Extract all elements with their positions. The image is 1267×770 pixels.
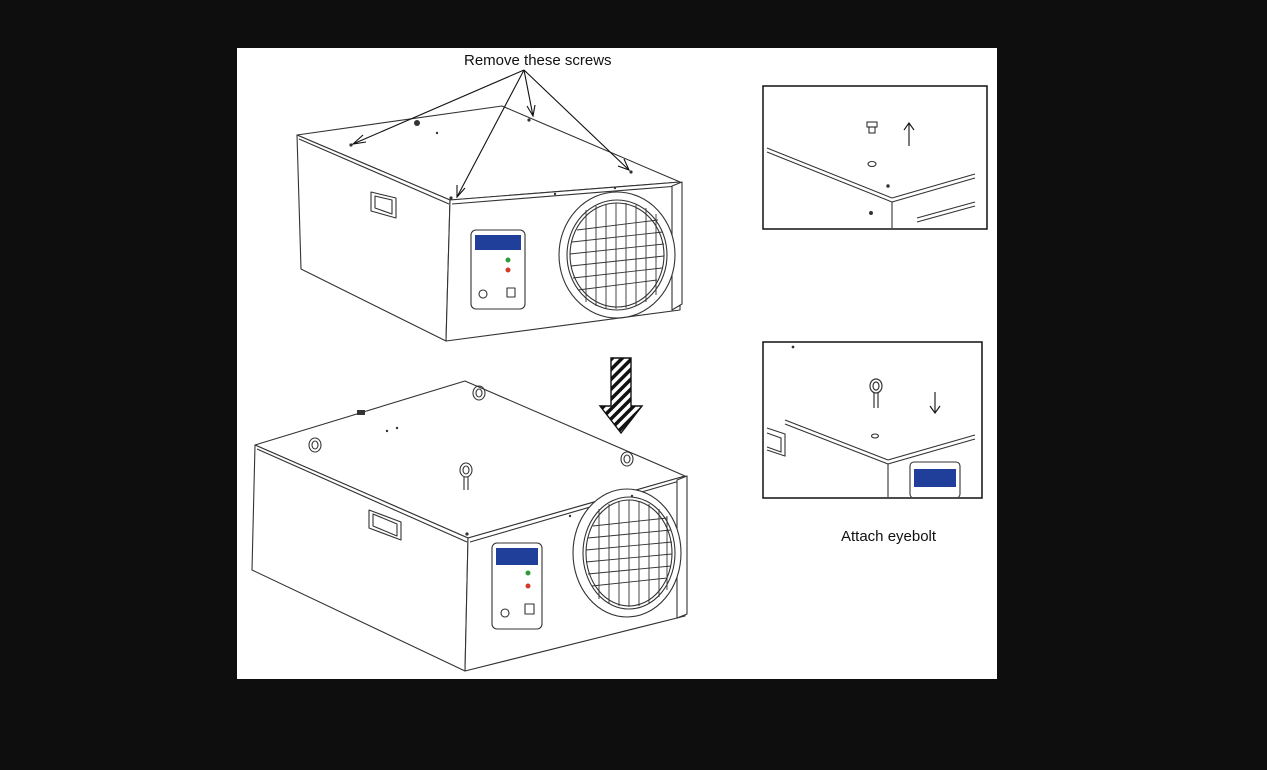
carry-handle — [368, 509, 402, 541]
air-cleaner-unit-after — [251, 380, 688, 672]
detail-attach-eyebolt — [762, 341, 983, 499]
fan-grille — [572, 488, 682, 618]
eyebolt-icon — [308, 385, 634, 490]
remove-screws-caption: Remove these screws — [464, 52, 612, 69]
control-panel — [470, 229, 526, 310]
screw-pointer-arrows — [351, 69, 631, 199]
up-arrow-icon — [903, 122, 915, 146]
screw-icon — [349, 118, 633, 200]
screw-icon — [866, 121, 878, 134]
down-arrow-icon — [598, 357, 644, 435]
air-cleaner-unit-before — [296, 105, 683, 342]
detail-remove-screw — [762, 85, 988, 230]
diagram-canvas — [251, 69, 988, 672]
attach-eyebolt-caption: Attach eyebolt — [841, 528, 937, 545]
control-panel — [491, 542, 543, 630]
down-arrow-icon — [929, 392, 941, 414]
fan-grille — [558, 191, 676, 319]
carry-handle — [370, 191, 397, 219]
instruction-sheet: Remove these screws Attach eyebolt — [237, 48, 997, 679]
eyebolt-icon — [869, 378, 883, 408]
